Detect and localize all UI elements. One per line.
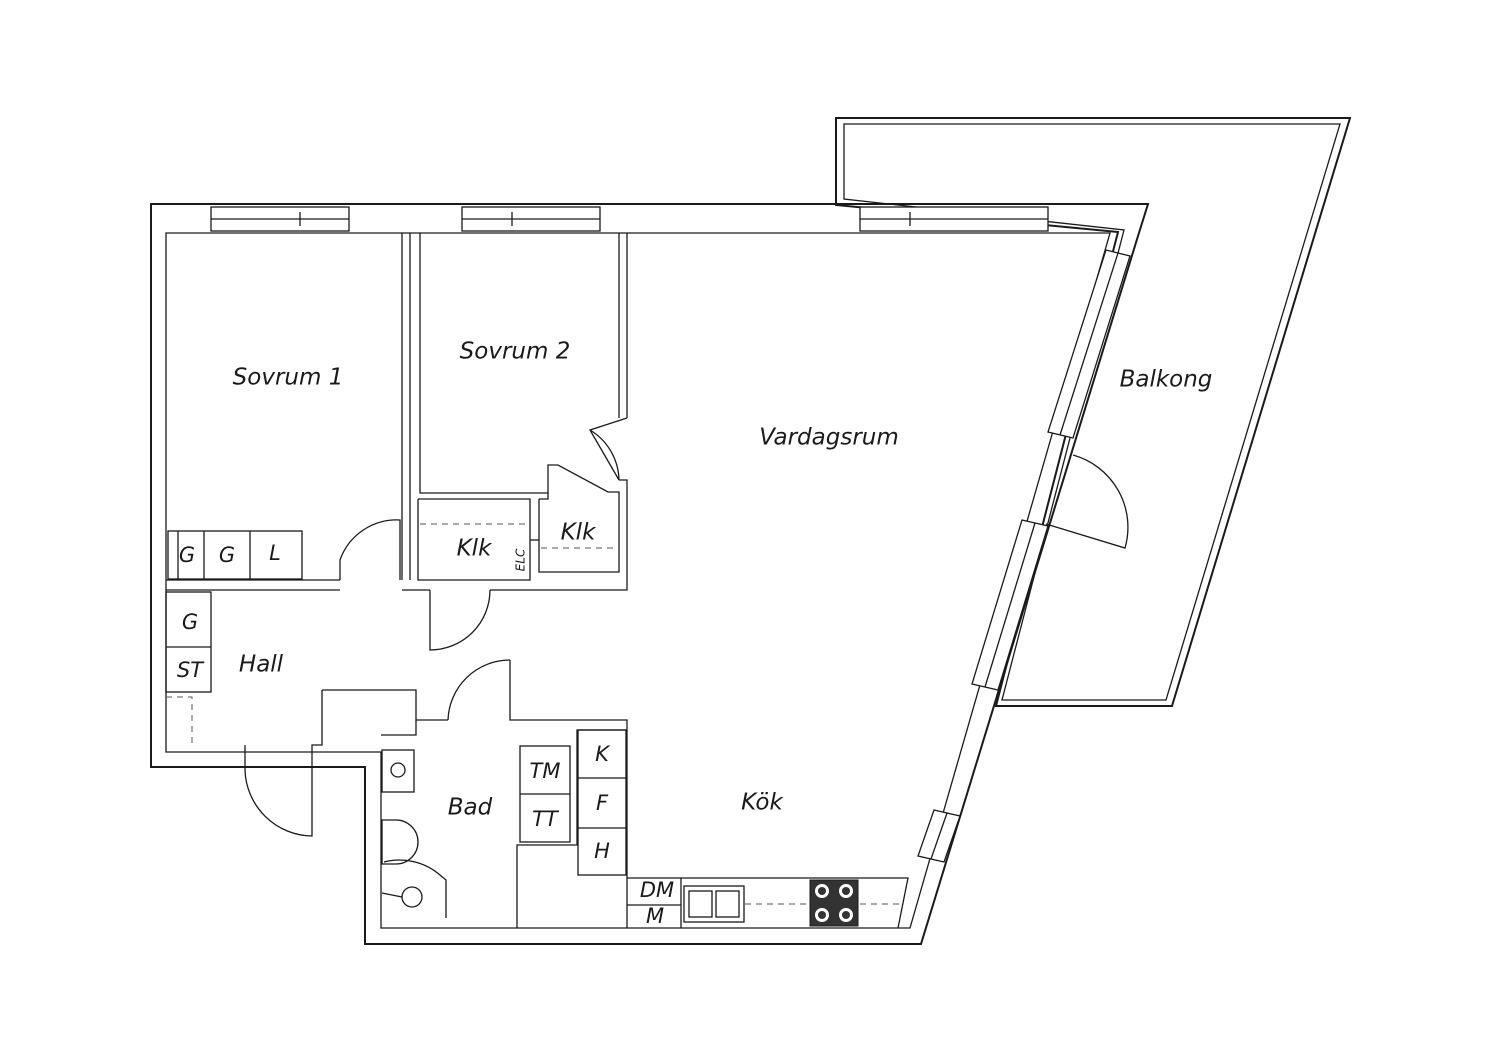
- kitchen-sink: [683, 885, 745, 923]
- label-hall: Hall: [239, 652, 284, 678]
- sink: [381, 749, 415, 793]
- label-klk-right: Klk: [561, 520, 597, 546]
- doors: [244, 417, 1129, 837]
- label-k: K: [595, 742, 611, 766]
- toilet: [381, 819, 419, 865]
- wardrobes-sovrum1: [167, 530, 303, 580]
- shower-drain: [401, 886, 423, 908]
- label-g2: G: [219, 543, 235, 567]
- label-f: F: [596, 791, 609, 815]
- door-balkong: [1045, 454, 1129, 549]
- label-vardagsrum: Vardagsrum: [759, 425, 899, 451]
- label-dm: DM: [640, 878, 674, 902]
- door-entrance: [244, 752, 313, 837]
- label-tt: TT: [532, 807, 560, 831]
- label-bad: Bad: [448, 795, 493, 821]
- windows: [210, 206, 1131, 863]
- label-balkong: Balkong: [1120, 367, 1213, 393]
- label-h: H: [594, 839, 610, 863]
- label-kok: Kök: [741, 790, 784, 816]
- door-sovrum1: [339, 519, 401, 580]
- label-m: M: [646, 904, 664, 928]
- label-g3: G: [182, 610, 198, 634]
- label-klk-left: Klk: [457, 536, 493, 562]
- interior-walls: [166, 233, 628, 928]
- bathroom-fixtures: [381, 745, 571, 918]
- label-l: L: [269, 541, 281, 565]
- label-sovrum1: Sovrum 1: [233, 365, 344, 391]
- label-tm: TM: [530, 759, 561, 783]
- outer-walls: [150, 203, 1150, 945]
- label-elc: ELC: [514, 548, 528, 571]
- label-st: ST: [177, 658, 205, 682]
- closet-shelves: [420, 523, 617, 549]
- door-sovrum2: [589, 417, 628, 481]
- door-klk: [429, 589, 491, 651]
- door-bad: [447, 659, 511, 721]
- label-g1: G: [179, 543, 195, 567]
- shower-screen: [383, 859, 447, 918]
- kitchen-fixtures: [577, 729, 909, 929]
- label-sovrum2: Sovrum 2: [460, 339, 571, 365]
- hall-wardrobes: [165, 591, 212, 748]
- balcony: [835, 117, 1352, 707]
